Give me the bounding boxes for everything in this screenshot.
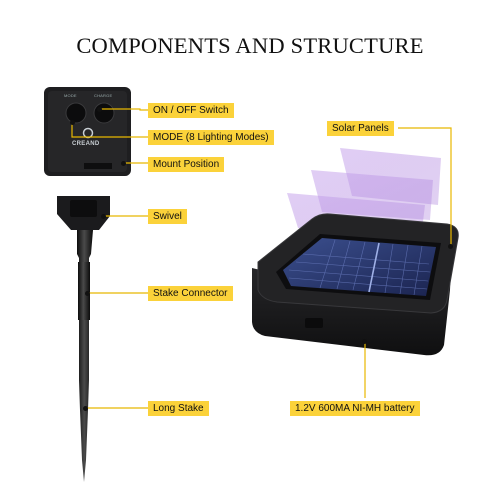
pointer-dot-swivel <box>101 214 106 219</box>
solar-box <box>252 213 459 356</box>
mount-slot <box>84 163 112 169</box>
brand-mark: CREAND <box>72 141 100 147</box>
leader-mode <box>71 122 148 138</box>
pointer-dot-mount <box>121 161 126 166</box>
label-swivel: Swivel <box>148 209 187 224</box>
label-battery: 1.2V 600MA NI-MH battery <box>290 401 420 416</box>
stake-connector-segment <box>78 262 90 320</box>
mode-button <box>65 102 87 124</box>
pointer-dot-solar-panels <box>448 244 453 249</box>
label-on-off-switch: ON / OFF Switch <box>148 103 234 118</box>
stake <box>77 230 93 482</box>
leader-solar-panels <box>398 127 452 246</box>
label-mode: MODE (8 Lighting Modes) <box>148 130 274 145</box>
pointer-dot-battery <box>362 339 367 344</box>
page-title: COMPONENTS AND STRUCTURE <box>76 33 424 58</box>
leader-lines <box>71 108 452 409</box>
pointer-dot-stake-connector <box>85 291 90 296</box>
swivel <box>57 196 110 230</box>
pointer-dot-long-stake <box>83 406 88 411</box>
label-stake-connector: Stake Connector <box>148 286 233 301</box>
control-box <box>44 87 131 176</box>
mode-mark: MODE <box>64 93 77 98</box>
pointer-dot-mode <box>70 120 75 125</box>
charge-mark: CHARGE <box>94 93 113 98</box>
power-button <box>93 102 115 124</box>
label-long-stake: Long Stake <box>148 401 209 416</box>
box-latch <box>305 318 323 328</box>
pointer-dot-on-off <box>97 107 102 112</box>
leader-on-off <box>100 108 148 111</box>
label-mount-position: Mount Position <box>148 157 225 172</box>
label-solar-panels: Solar Panels <box>327 121 394 136</box>
